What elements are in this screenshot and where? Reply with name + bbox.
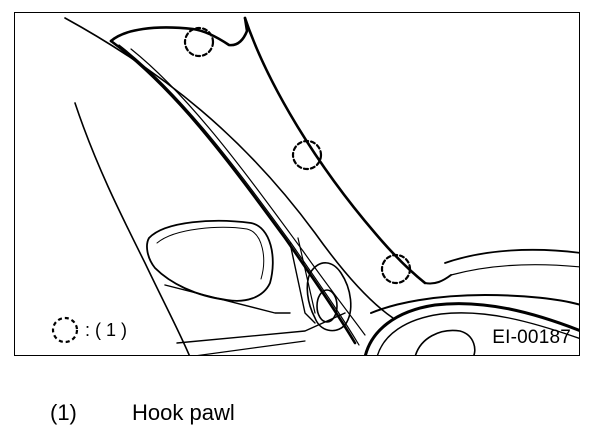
figure-frame: : ( 1 ) EI-00187 [14, 12, 580, 356]
dashboard-top [370, 294, 579, 314]
vent-knob [316, 289, 338, 323]
pillar-gap-line-2 [297, 237, 316, 314]
dashed-circle-icon [51, 316, 79, 344]
a-pillar-trim-top [109, 16, 249, 47]
instrument-hood [444, 248, 579, 264]
door-belt-line [176, 312, 346, 344]
steering-wheel-rim [364, 302, 579, 355]
steering-hub [414, 329, 476, 355]
pillar-outer-edge [109, 39, 357, 345]
legend-key: : ( 1 ) [51, 315, 127, 345]
body-panel-curve [74, 102, 191, 355]
window-frame-line [164, 284, 291, 314]
hook-pawl-marker [183, 26, 412, 285]
steering-wheel-rim-inner [376, 312, 579, 355]
instrument-hood-lower [450, 264, 579, 276]
figure-code: EI-00187 [492, 327, 571, 348]
pillar-gap-line [289, 242, 316, 324]
door-lower-line [197, 340, 306, 355]
caption-item: (1) Hook pawl [50, 400, 235, 426]
caption-text: Hook pawl [132, 400, 235, 425]
a-pillar-trim-illustration [64, 16, 579, 355]
vent-cover [306, 262, 352, 332]
caption-number: (1) [50, 400, 77, 425]
roof-edge-line [64, 17, 394, 319]
weatherstrip-line-b [130, 48, 366, 336]
pillar-base [424, 274, 452, 285]
pillar-inner-edge [243, 16, 427, 285]
side-mirror-shell [146, 219, 274, 302]
legend-key-text: : ( 1 ) [85, 319, 128, 340]
side-mirror-inner [156, 226, 265, 280]
